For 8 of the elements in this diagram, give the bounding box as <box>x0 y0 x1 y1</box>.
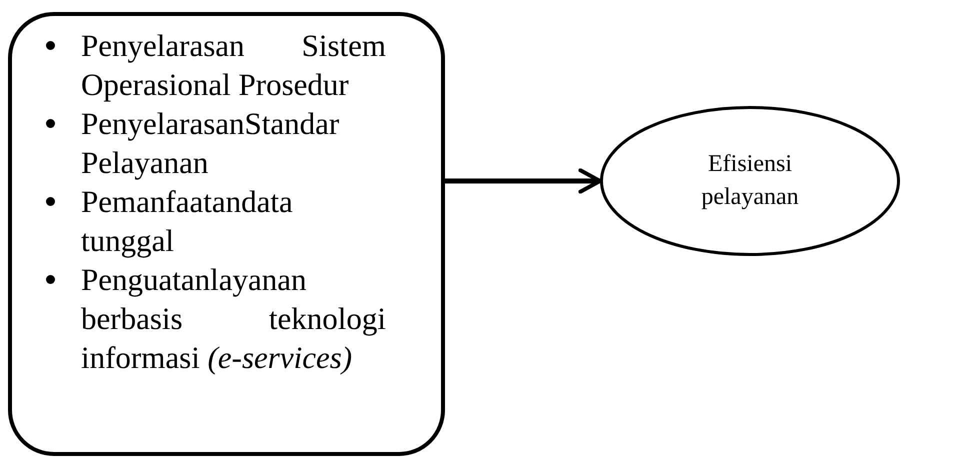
node-label: Efisiensi pelayanan <box>700 150 800 212</box>
bullet-text: Penguatanlayanan berbasis teknologi informasi (e-services) <box>81 261 386 377</box>
arrow <box>445 168 602 194</box>
ellipse-node <box>600 106 900 256</box>
bullet-text: Pemanfaatandata tunggal <box>81 183 294 260</box>
rounded-box <box>8 12 445 456</box>
bullet-text: PenyelarasanStandar Pelayanan <box>81 105 340 182</box>
bullet-text: Penyelarasan Sistem Operasional Prosedur <box>81 27 386 104</box>
